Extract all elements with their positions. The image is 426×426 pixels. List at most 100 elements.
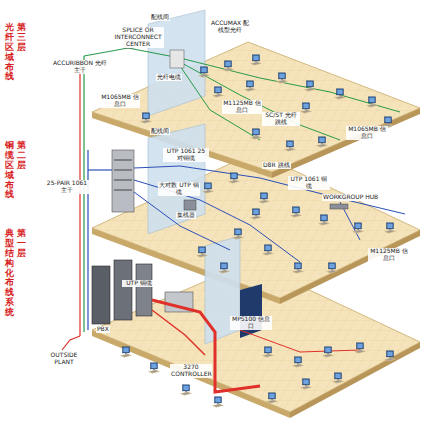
utp-riser	[79, 62, 80, 336]
room-label: 配线间	[150, 128, 170, 135]
floor-title: 第二层	[16, 140, 27, 172]
computer-icon	[250, 129, 262, 140]
floor-title: 典型结构化布线系统	[4, 228, 15, 319]
computer-icon	[196, 247, 208, 258]
copper-cable	[134, 180, 300, 262]
floor-title: 铜缆区域布线	[4, 140, 15, 201]
patch-rack	[112, 150, 134, 212]
computer-icon	[244, 81, 256, 92]
computer-icon	[140, 113, 152, 124]
computer-icon	[292, 357, 304, 368]
computer-icon	[318, 215, 330, 226]
cable-label: UTP 1061 25 对铜缆	[163, 148, 209, 162]
outlet-label: MPS100 信息口	[230, 316, 272, 330]
cable-label: D8R 跳线	[262, 162, 291, 169]
hub-box	[184, 200, 196, 210]
rack-slot	[114, 160, 132, 161]
utp-cable	[152, 300, 260, 392]
computer-icon	[300, 379, 312, 390]
device-label: 集线器	[176, 212, 196, 219]
rack-slot	[114, 180, 132, 181]
computer-icon	[180, 385, 192, 396]
computer-icon	[222, 61, 234, 72]
computer-icon	[322, 347, 334, 358]
computer-icon	[352, 223, 364, 234]
computer-icon	[326, 263, 338, 274]
cable-label: SC/ST 光纤跳线	[262, 112, 300, 126]
copper-riser	[87, 150, 88, 330]
closet-wall	[148, 124, 205, 234]
computer-icon	[384, 223, 396, 234]
outlet-label: M1125MB 信息口	[368, 248, 410, 262]
copper-cable	[134, 166, 405, 214]
part-label: ACCUMAX 配线型光纤	[207, 20, 253, 34]
part-label: OUTSIDE PLANT	[46, 352, 82, 366]
device-label: WORKGROUP HUB	[322, 194, 379, 201]
outlet-label: M1065MB 信息口	[100, 94, 140, 108]
fiber-cable	[180, 62, 340, 140]
outlet-label: M1125MB 信息口	[222, 100, 262, 114]
part-label: SPLICE OR INTERCONNECT CENTER	[112, 27, 164, 48]
floor-title: 光纤区域布线	[4, 22, 15, 83]
cable-label: UTP 铜缆	[122, 280, 156, 287]
computer-icon	[304, 81, 316, 92]
fiber-cable	[84, 48, 180, 58]
computer-icon	[250, 209, 262, 220]
device-label: 3270 CONTROLLER	[170, 364, 212, 378]
computer-icon	[384, 351, 396, 362]
fiber-riser	[83, 56, 84, 332]
equipment-panel	[240, 284, 262, 338]
computer-icon	[262, 245, 274, 256]
computer-icon	[284, 141, 296, 152]
computer-icon	[198, 67, 210, 78]
copper-cable	[88, 169, 112, 170]
computer-icon	[120, 347, 132, 358]
rack-slot	[114, 190, 132, 191]
room-label: 配线间	[150, 14, 170, 21]
workgroup-hub	[330, 204, 348, 209]
computer-icon	[228, 173, 240, 184]
fiber-panel	[170, 50, 184, 68]
cable-label: 25-PAIR 1061 主干	[44, 180, 90, 194]
computer-icon	[232, 229, 244, 240]
computer-icon	[250, 55, 262, 66]
cable-label: 大对数 UTP 铜缆	[158, 182, 200, 196]
floor-slab	[92, 42, 420, 172]
computer-icon	[276, 73, 288, 84]
fiber-cable	[180, 58, 400, 112]
equipment-rack	[136, 264, 152, 316]
computer-icon	[300, 103, 312, 114]
computer-icon	[212, 397, 224, 408]
outside-cable	[62, 336, 80, 350]
copper-cable	[134, 192, 230, 250]
computer-icon	[258, 193, 270, 204]
cable-label: 光纤电缆	[156, 74, 182, 81]
computer-icon	[266, 393, 278, 404]
computer-icon	[334, 89, 346, 100]
computer-icon	[262, 347, 274, 358]
computer-icon	[316, 137, 328, 148]
device-label: PBX	[96, 326, 110, 333]
computer-icon	[202, 183, 214, 194]
computer-icon	[148, 363, 160, 374]
computer-icon	[366, 97, 378, 108]
computer-icon	[212, 87, 224, 98]
equipment-rack	[92, 266, 110, 324]
floor-title: 第一层	[16, 228, 27, 260]
computer-icon	[332, 373, 344, 384]
computer-icon	[290, 207, 302, 218]
computer-icon	[354, 343, 366, 354]
outlet-label: M1065MB 信息口	[346, 126, 388, 140]
closet-wall	[148, 10, 205, 116]
equipment-rack	[114, 260, 132, 320]
part-label: ACCURIBBON 光纤主干	[52, 60, 108, 74]
rack-slot	[114, 170, 132, 171]
utp-cable	[152, 310, 205, 355]
floor-title: 第三层	[16, 22, 27, 54]
utp-cable	[240, 330, 360, 352]
cable-label: UTP 1061 铜缆	[288, 176, 330, 190]
computer-icon	[218, 263, 230, 274]
computer-icon	[292, 263, 304, 274]
